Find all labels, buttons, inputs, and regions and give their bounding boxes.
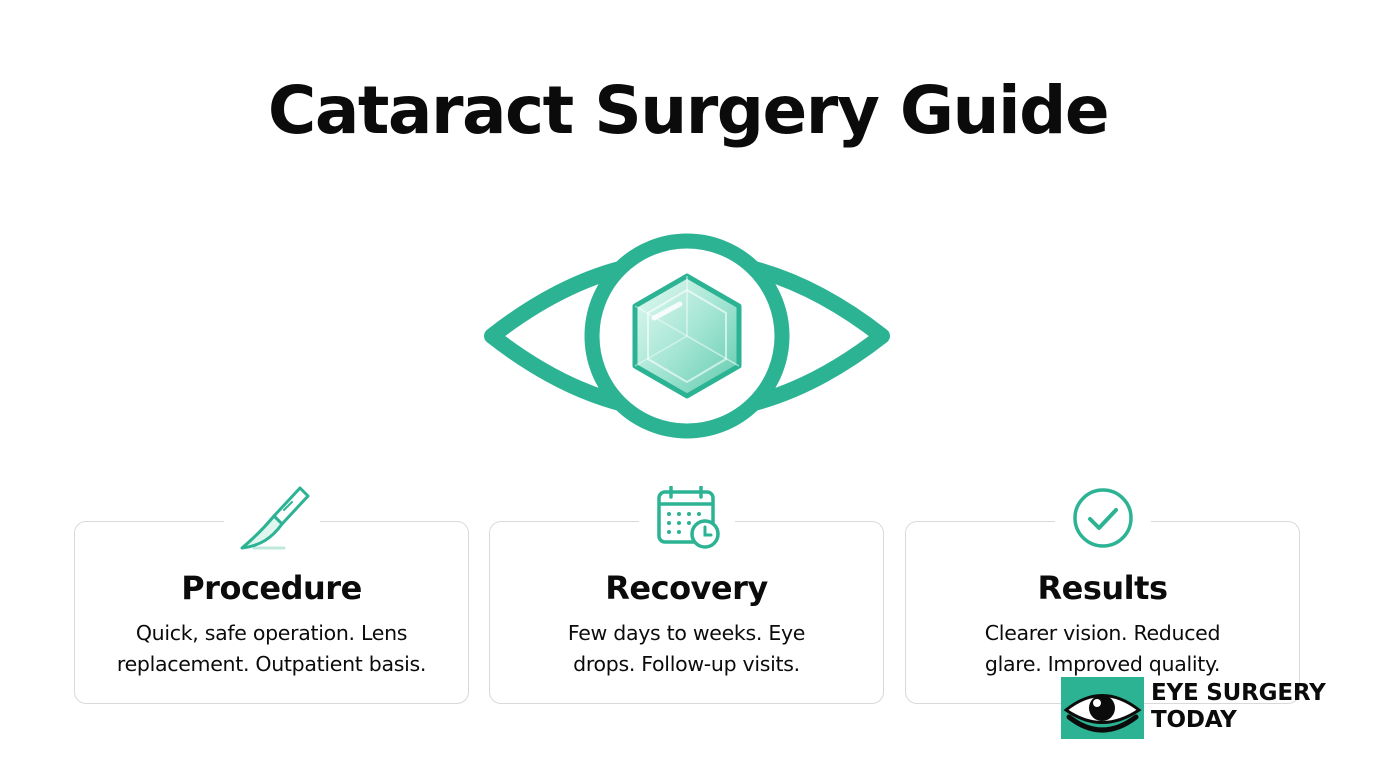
brand-logo: EYE SURGERY TODAY bbox=[1061, 677, 1351, 739]
check-circle-icon bbox=[1054, 486, 1151, 552]
card-title: Recovery bbox=[605, 569, 768, 607]
card-recovery: Recovery Few days to weeks. Eye drops. F… bbox=[489, 486, 884, 704]
scalpel-icon bbox=[223, 486, 320, 552]
card-description: Few days to weeks. Eye drops. Follow-up … bbox=[567, 621, 806, 676]
calendar-clock-icon bbox=[638, 486, 735, 552]
card-description: Quick, safe operation. Lens replacement.… bbox=[116, 621, 427, 676]
eye-icon bbox=[1063, 694, 1142, 733]
page-title: Cataract Surgery Guide bbox=[267, 72, 1110, 149]
card-results: Results Clearer vision. Reduced glare. I… bbox=[905, 486, 1300, 704]
card-title: Procedure bbox=[181, 569, 362, 607]
logo-mark bbox=[1061, 677, 1144, 739]
eye-lens-icon bbox=[484, 233, 890, 439]
card-procedure: Procedure Quick, safe operation. Lens re… bbox=[74, 486, 469, 704]
card-description: Clearer vision. Reduced glare. Improved … bbox=[984, 621, 1221, 676]
logo-wordmark: EYE SURGERY TODAY bbox=[1151, 680, 1326, 733]
card-title: Results bbox=[1037, 569, 1168, 607]
